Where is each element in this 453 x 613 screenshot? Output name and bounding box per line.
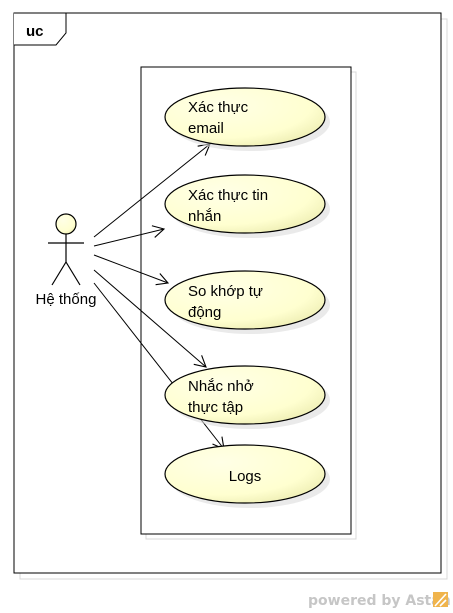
use-case-logs-label: Logs <box>229 468 262 485</box>
association-remind <box>93 269 207 368</box>
use-case-email-line2: email <box>188 120 224 137</box>
use-case-match[interactable]: So khớp tự động <box>164 270 330 334</box>
association-sms <box>93 225 166 247</box>
use-case-remind-line2: thực tập <box>188 399 243 416</box>
actor-icon <box>48 213 84 286</box>
use-case-sms-line2: nhắn <box>188 208 221 225</box>
frame-label: uc <box>26 23 44 40</box>
use-case-remind-line1: Nhắc nhở <box>188 378 254 395</box>
use-case-sms-line1: Xác thực tin <box>188 187 268 204</box>
use-case-remind[interactable]: Nhắc nhở thực tập <box>164 365 330 429</box>
frame-label-tab <box>14 12 67 46</box>
association-email <box>93 143 211 238</box>
use-case-match-line1: So khớp tự <box>188 283 263 300</box>
actor-name: Hệ thống <box>36 291 97 308</box>
use-case-sms[interactable]: Xác thực tin nhắn <box>164 174 330 238</box>
use-case-logs[interactable]: Logs <box>164 444 330 508</box>
association-match <box>93 254 170 286</box>
use-case-email[interactable]: Xác thực email <box>164 87 330 151</box>
use-case-email-line1: Xác thực <box>188 99 249 116</box>
actor-he-thong[interactable]: Hệ thống <box>36 213 97 308</box>
astah-logo-icon <box>433 592 448 607</box>
watermark-text: powered by Astah <box>308 593 451 609</box>
astah-watermark: powered by Astah <box>308 592 451 609</box>
use-case-match-line2: động <box>188 304 221 321</box>
